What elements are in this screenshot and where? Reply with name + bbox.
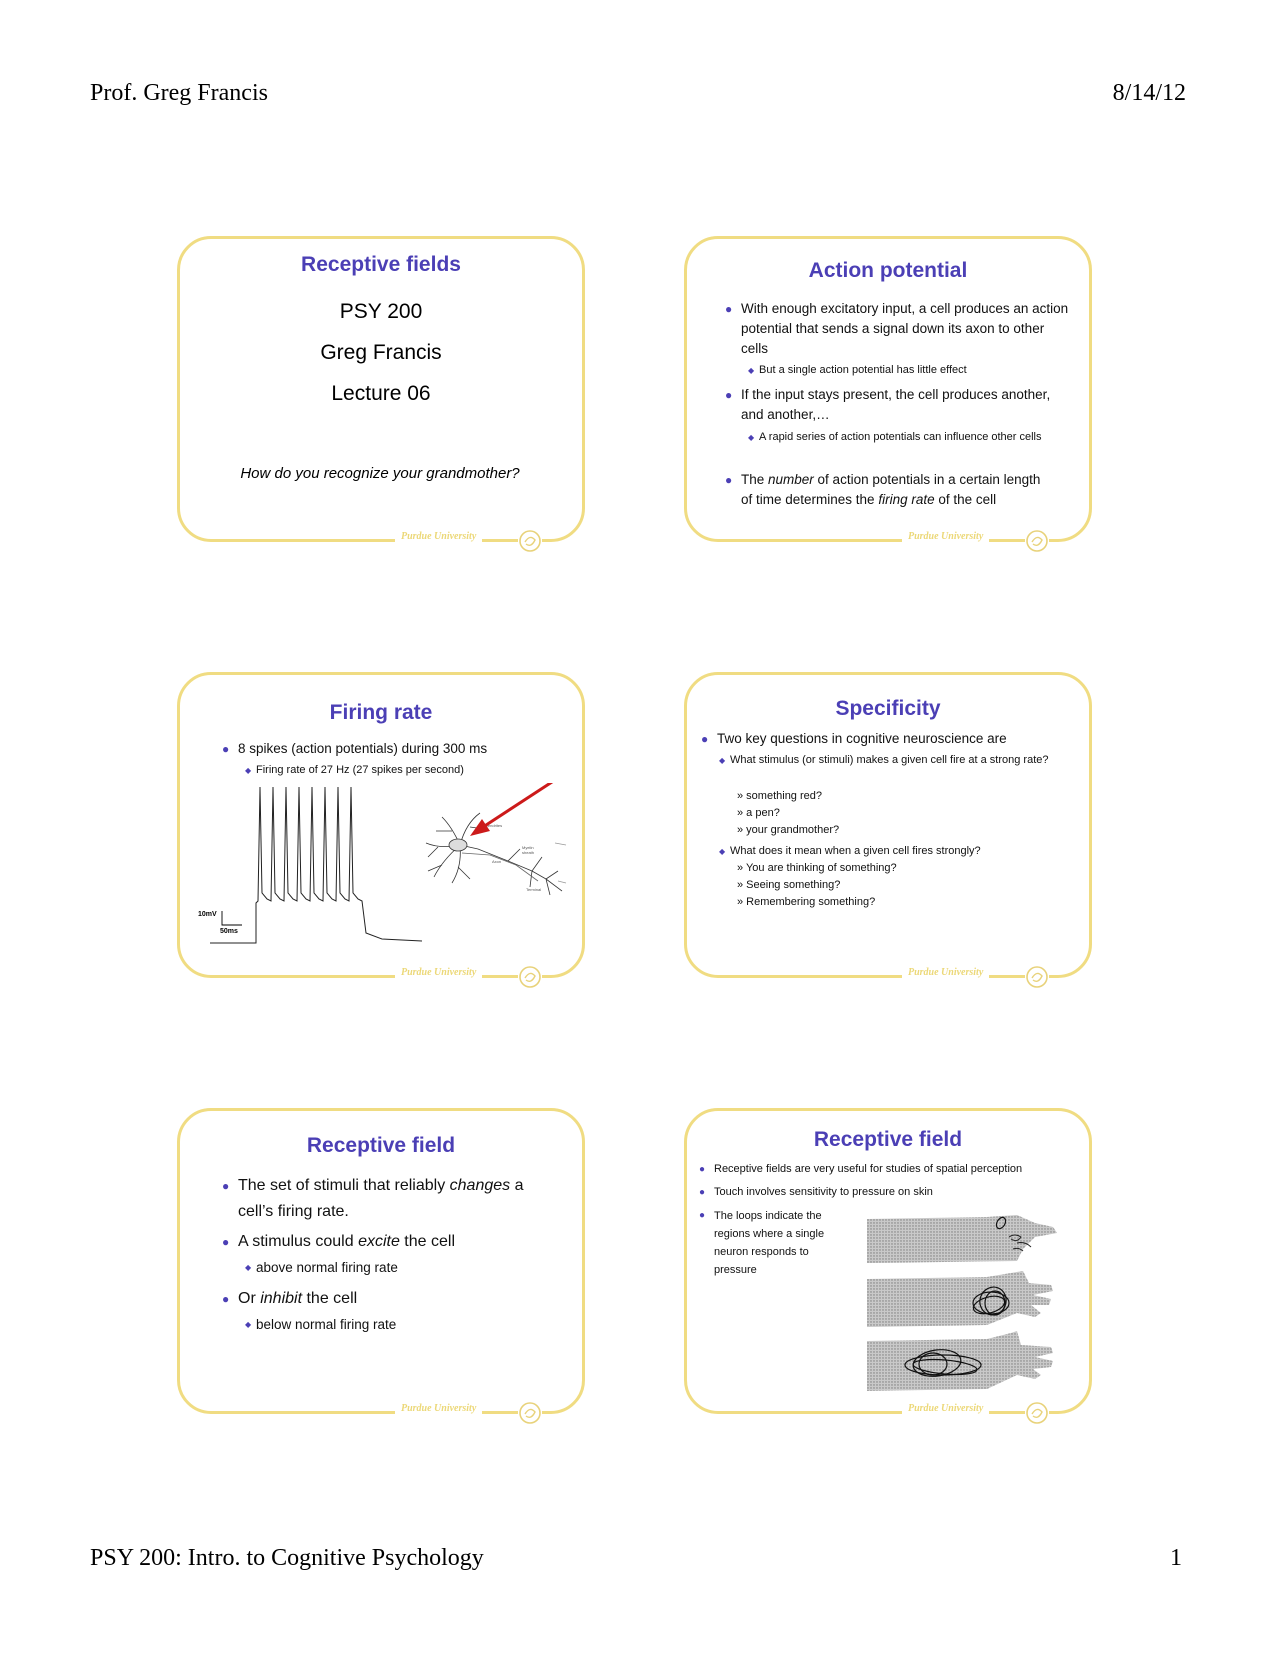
spike-trace-figure: 10mV 50ms Dendrites Myelin sheath Axon T… xyxy=(198,783,567,944)
bullet-excitatory-input: ●With enough excitatory input, a cell pr… xyxy=(725,301,1069,356)
scale-mv-label: 10mV xyxy=(198,911,217,918)
svg-text:Dendrites: Dendrites xyxy=(485,823,502,828)
purdue-brand: Purdue University xyxy=(395,1403,483,1414)
lecture-question: How do you recognize your grandmother? xyxy=(240,465,520,482)
answer-a-pen: » a pen? xyxy=(737,807,780,819)
question-meaning: ◆What does it mean when a given cell fir… xyxy=(719,845,981,857)
slide-title: Receptive fields xyxy=(301,253,461,276)
arm-middle xyxy=(867,1271,1053,1327)
purdue-brand: Purdue University xyxy=(902,967,990,978)
arm-bottom xyxy=(867,1331,1053,1391)
question-stimulus: ◆What stimulus (or stimuli) makes a give… xyxy=(719,754,1049,766)
page-footer-course: PSY 200: Intro. to Cognitive Psychology xyxy=(90,1545,484,1571)
answer-something-red: » something red? xyxy=(737,790,822,802)
slide-title: Receptive field xyxy=(306,1134,456,1157)
slide-specificity: Specificity ●Two key questions in cognit… xyxy=(684,672,1092,989)
bullet-input-stays: ●If the input stays present, the cell pr… xyxy=(725,387,1051,422)
purdue-logo-icon xyxy=(1025,529,1049,553)
purdue-brand: Purdue University xyxy=(902,1403,990,1414)
page-header-author: Prof. Greg Francis xyxy=(90,80,268,106)
bullet-touch-pressure: ●Touch involves sensitivity to pressure … xyxy=(699,1186,933,1198)
slide-title: Action potential xyxy=(808,259,968,282)
neuron-drawing xyxy=(425,812,567,896)
red-arrow-icon xyxy=(470,783,554,836)
bullet-spatial-perception: ●Receptive fields are very useful for st… xyxy=(699,1163,1023,1175)
purdue-logo-icon xyxy=(1025,1401,1049,1425)
answer-remembering: » Remembering something? xyxy=(737,896,876,908)
slide-receptive-field-definition: Receptive field ●The set of stimuli that… xyxy=(177,1108,585,1425)
purdue-brand: Purdue University xyxy=(902,531,990,542)
svg-text:Terminal: Terminal xyxy=(526,887,541,892)
bullet-inhibit: ●Or inhibit the cell xyxy=(222,1290,358,1307)
answer-grandmother: » your grandmother? xyxy=(737,824,840,836)
bullet-eight-spikes: ●8 spikes (action potentials) during 300… xyxy=(222,741,488,756)
slide-receptive-field-touch: Receptive field ●Receptive fields are ve… xyxy=(684,1108,1092,1425)
purdue-brand: Purdue University xyxy=(395,531,483,542)
svg-text:Axon: Axon xyxy=(492,859,501,864)
slide-title: Firing rate xyxy=(329,701,433,724)
bullet-firing-rate: ●The number of action potentials in a ce… xyxy=(725,472,1041,507)
arm-top xyxy=(867,1215,1057,1263)
sub-bullet-above-normal: ◆above normal firing rate xyxy=(245,1260,398,1275)
purdue-logo-icon xyxy=(518,529,542,553)
page-header-date: 8/14/12 xyxy=(1112,80,1186,106)
instructor-name: Greg Francis xyxy=(320,341,442,364)
sub-bullet-below-normal: ◆below normal firing rate xyxy=(245,1317,397,1332)
bullet-loops-indicate: ●The loops indicate the regions where a … xyxy=(699,1210,825,1276)
page-number: 1 xyxy=(1170,1545,1182,1571)
slide-title: Specificity xyxy=(835,697,941,720)
scale-ms-label: 50ms xyxy=(220,928,238,935)
sub-bullet-single-ap: ◆But a single action potential has littl… xyxy=(748,364,967,376)
bullet-set-of-stimuli: ●The set of stimuli that reliably change… xyxy=(222,1177,524,1220)
slide-receptive-fields-title: Receptive fields PSY 200 Greg Francis Le… xyxy=(177,236,585,553)
slide-action-potential: Action potential ●With enough excitatory… xyxy=(684,236,1092,553)
svg-text:sheath: sheath xyxy=(522,850,534,855)
course-code: PSY 200 xyxy=(339,300,423,323)
bullet-key-questions: ●Two key questions in cognitive neurosci… xyxy=(701,731,1007,746)
purdue-brand: Purdue University xyxy=(395,967,483,978)
purdue-logo-icon xyxy=(1025,965,1049,989)
answer-thinking: » You are thinking of something? xyxy=(737,862,897,874)
slide-firing-rate: Firing rate ●8 spikes (action potentials… xyxy=(177,672,585,989)
answer-seeing: » Seeing something? xyxy=(737,879,841,891)
bullet-excite: ●A stimulus could excite the cell xyxy=(222,1233,455,1250)
svg-text:Myelin: Myelin xyxy=(522,845,534,850)
slide-title: Receptive field xyxy=(813,1128,963,1151)
sub-bullet-rapid-series: ◆A rapid series of action potentials can… xyxy=(748,431,1042,443)
purdue-logo-icon xyxy=(518,1401,542,1425)
sub-bullet-firing-rate-27hz: ◆Firing rate of 27 Hz (27 spikes per sec… xyxy=(245,764,464,776)
purdue-logo-icon xyxy=(518,965,542,989)
arm-receptive-field-figure xyxy=(867,1215,1057,1391)
lecture-number: Lecture 06 xyxy=(331,382,431,405)
